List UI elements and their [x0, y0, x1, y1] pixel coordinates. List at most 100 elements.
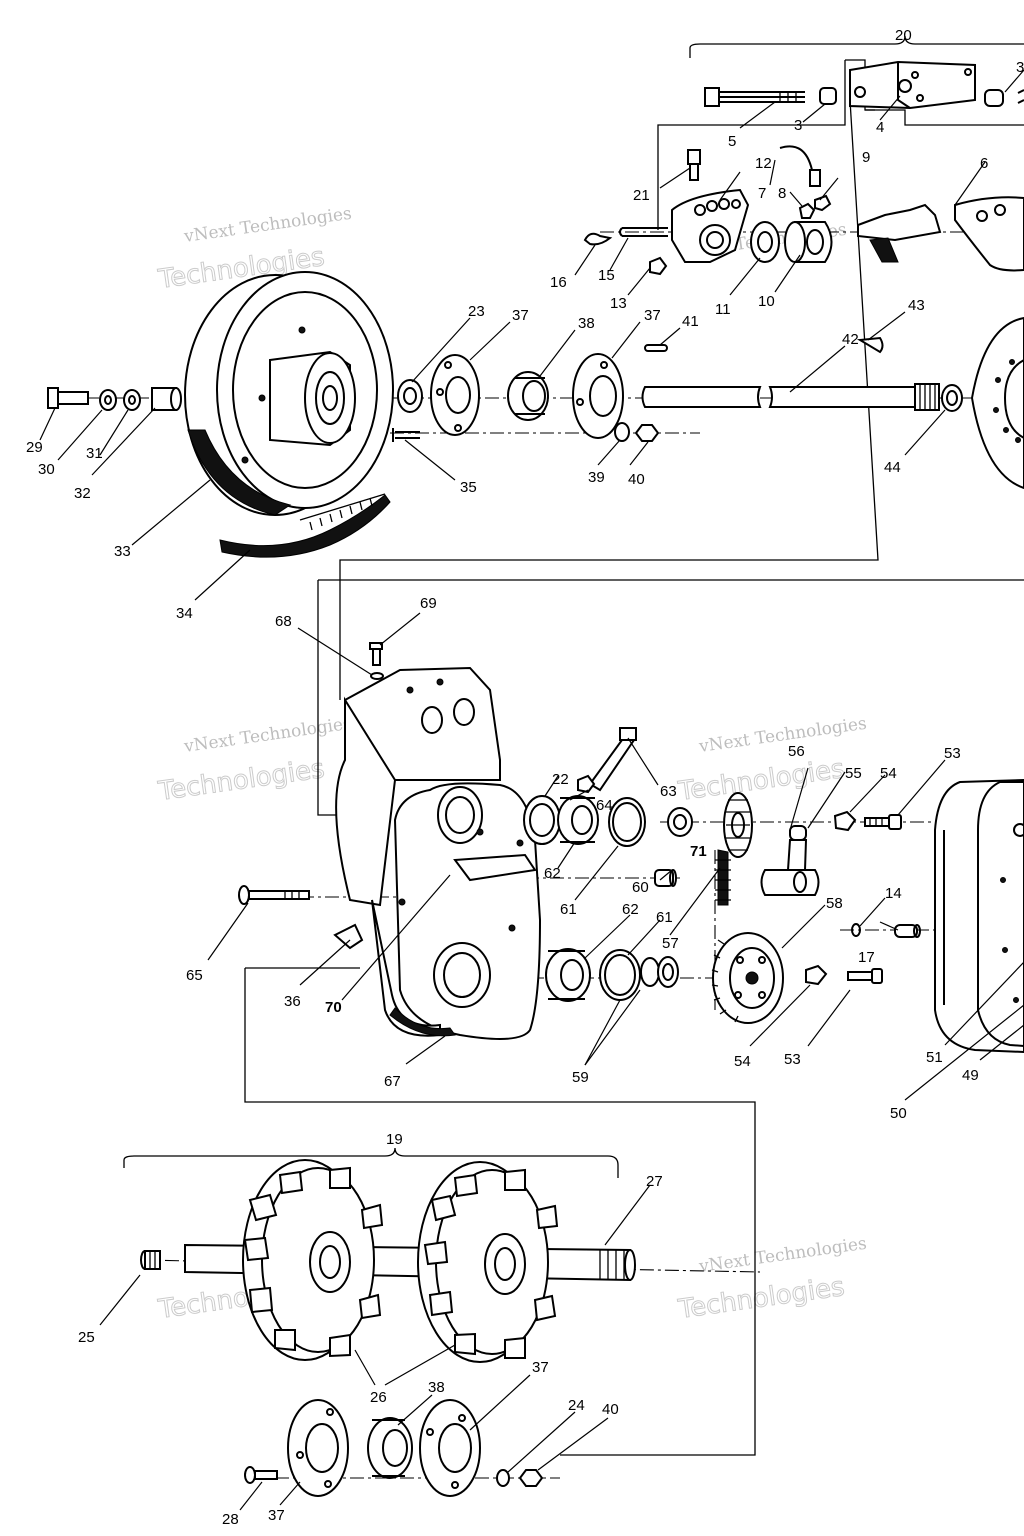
callout-33: 33: [114, 543, 131, 560]
callout-61-b: 61: [656, 909, 673, 926]
washer-14: [851, 923, 861, 937]
callout-37-c: 37: [532, 1359, 549, 1376]
drive-sprocket-26-left: [242, 1159, 384, 1361]
callout-17: 17: [858, 949, 875, 966]
callout-43: 43: [908, 297, 925, 314]
watermark-text: vNext Technologies: [182, 714, 353, 757]
callout-20: 20: [895, 27, 912, 44]
hose-fitting: [809, 169, 821, 187]
callout-63: 63: [660, 783, 677, 800]
callout-61-a: 61: [560, 901, 577, 918]
washer-68: [370, 672, 384, 680]
callout-13: 13: [610, 295, 627, 312]
bolt-63: [588, 727, 637, 792]
callout-53-a: 53: [944, 745, 961, 762]
callout-64: 64: [596, 797, 613, 814]
bolt-5: [704, 87, 805, 107]
bracket-4: [849, 60, 976, 110]
spacer-32: [151, 387, 182, 411]
sprocket-56: [723, 792, 753, 858]
drive-belt-34: [219, 493, 391, 558]
callout-24: 24: [568, 1397, 585, 1414]
watermark-text: vNext Technologies: [697, 1234, 868, 1277]
nut-40: [634, 424, 660, 442]
spacer-upper: [667, 807, 693, 837]
retaining-ring-61-lower: [599, 949, 641, 1001]
callout-4: 4: [876, 119, 884, 136]
callout-29: 29: [26, 439, 43, 456]
callout-42: 42: [842, 331, 859, 348]
tensioner-55: [760, 825, 820, 896]
callout-70: 70: [325, 999, 342, 1016]
assembly-lines: [123, 35, 1024, 1456]
spacer-3-right: [984, 89, 1004, 107]
callout-62-b: 62: [622, 901, 639, 918]
bolt-28: [244, 1466, 278, 1484]
chaincase-cover: [934, 778, 1024, 1054]
retaining-ring-61: [608, 797, 646, 847]
torque-arm-12: [671, 188, 750, 263]
callout-25: 25: [78, 1329, 95, 1346]
chain-57: [715, 849, 731, 906]
callout-8: 8: [778, 185, 786, 202]
watermark-text: Technologies: [156, 754, 327, 807]
roller-10: [784, 221, 833, 263]
chaincase-assembly: [238, 642, 1024, 1054]
callout-58: 58: [826, 895, 843, 912]
callout-30: 30: [38, 461, 55, 478]
callout-71: 71: [690, 843, 707, 860]
callout-41: 41: [682, 313, 699, 330]
callout-57: 57: [662, 935, 679, 952]
nut-54-lower: [805, 964, 828, 986]
callout-38-a: 38: [578, 315, 595, 332]
callout-12: 12: [755, 155, 772, 172]
callout-54-a: 54: [880, 765, 897, 782]
callout-6: 6: [980, 155, 988, 172]
torque-arm-assembly: [583, 60, 1024, 276]
watermark-text: Technologies: [676, 754, 847, 807]
washer-39: [614, 422, 630, 442]
callout-10: 10: [758, 293, 775, 310]
bearing-flange-37-lower: [287, 1399, 349, 1497]
callout-49: 49: [962, 1067, 979, 1084]
callout-51: 51: [926, 1049, 943, 1066]
drive-sprocket-26-right: [417, 1161, 559, 1363]
washer-24: [496, 1469, 510, 1487]
washer-23: [397, 379, 423, 413]
callout-55: 55: [845, 765, 862, 782]
spacers-59: [640, 956, 679, 988]
spacer-3: [819, 87, 837, 105]
bolt-60: [654, 869, 677, 887]
pin-15: [619, 227, 668, 237]
callout-32: 32: [74, 485, 91, 502]
callout-16: 16: [550, 274, 567, 291]
callout-9: 9: [862, 149, 870, 166]
bearing-flange-37: [430, 354, 480, 436]
tensioner-6: [857, 196, 1024, 272]
bearing-38: [507, 371, 549, 421]
callout-7: 7: [758, 185, 766, 202]
callout-60: 60: [632, 879, 649, 896]
bearing-38-lower: [367, 1417, 413, 1479]
plug-25: [140, 1250, 161, 1270]
callout-65: 65: [186, 967, 203, 984]
callout-labels: 20 3 5 3 4 6 12 9 7 8 21 16 15 13 11 10 …: [26, 27, 1024, 1528]
callout-14: 14: [885, 885, 902, 902]
fitting-9: [814, 194, 832, 212]
callout-68: 68: [275, 613, 292, 630]
bearing-flange-37-b: [572, 353, 624, 439]
callout-53-b: 53: [784, 1051, 801, 1068]
nut-40-lower: [518, 1469, 544, 1487]
sprocket-58: [711, 932, 784, 1024]
driveshaft-assembly: [140, 1159, 636, 1497]
clip-36: [333, 923, 364, 950]
callout-3-right: 3: [1016, 59, 1024, 76]
callout-37-d: 37: [268, 1507, 285, 1524]
callout-21: 21: [633, 187, 650, 204]
callout-34: 34: [176, 605, 193, 622]
callout-23: 23: [468, 303, 485, 320]
bearing-flange-37-lower-b: [419, 1399, 481, 1497]
key-43: [856, 336, 884, 354]
bushing-11: [750, 221, 780, 263]
bearing-62: [557, 795, 599, 845]
